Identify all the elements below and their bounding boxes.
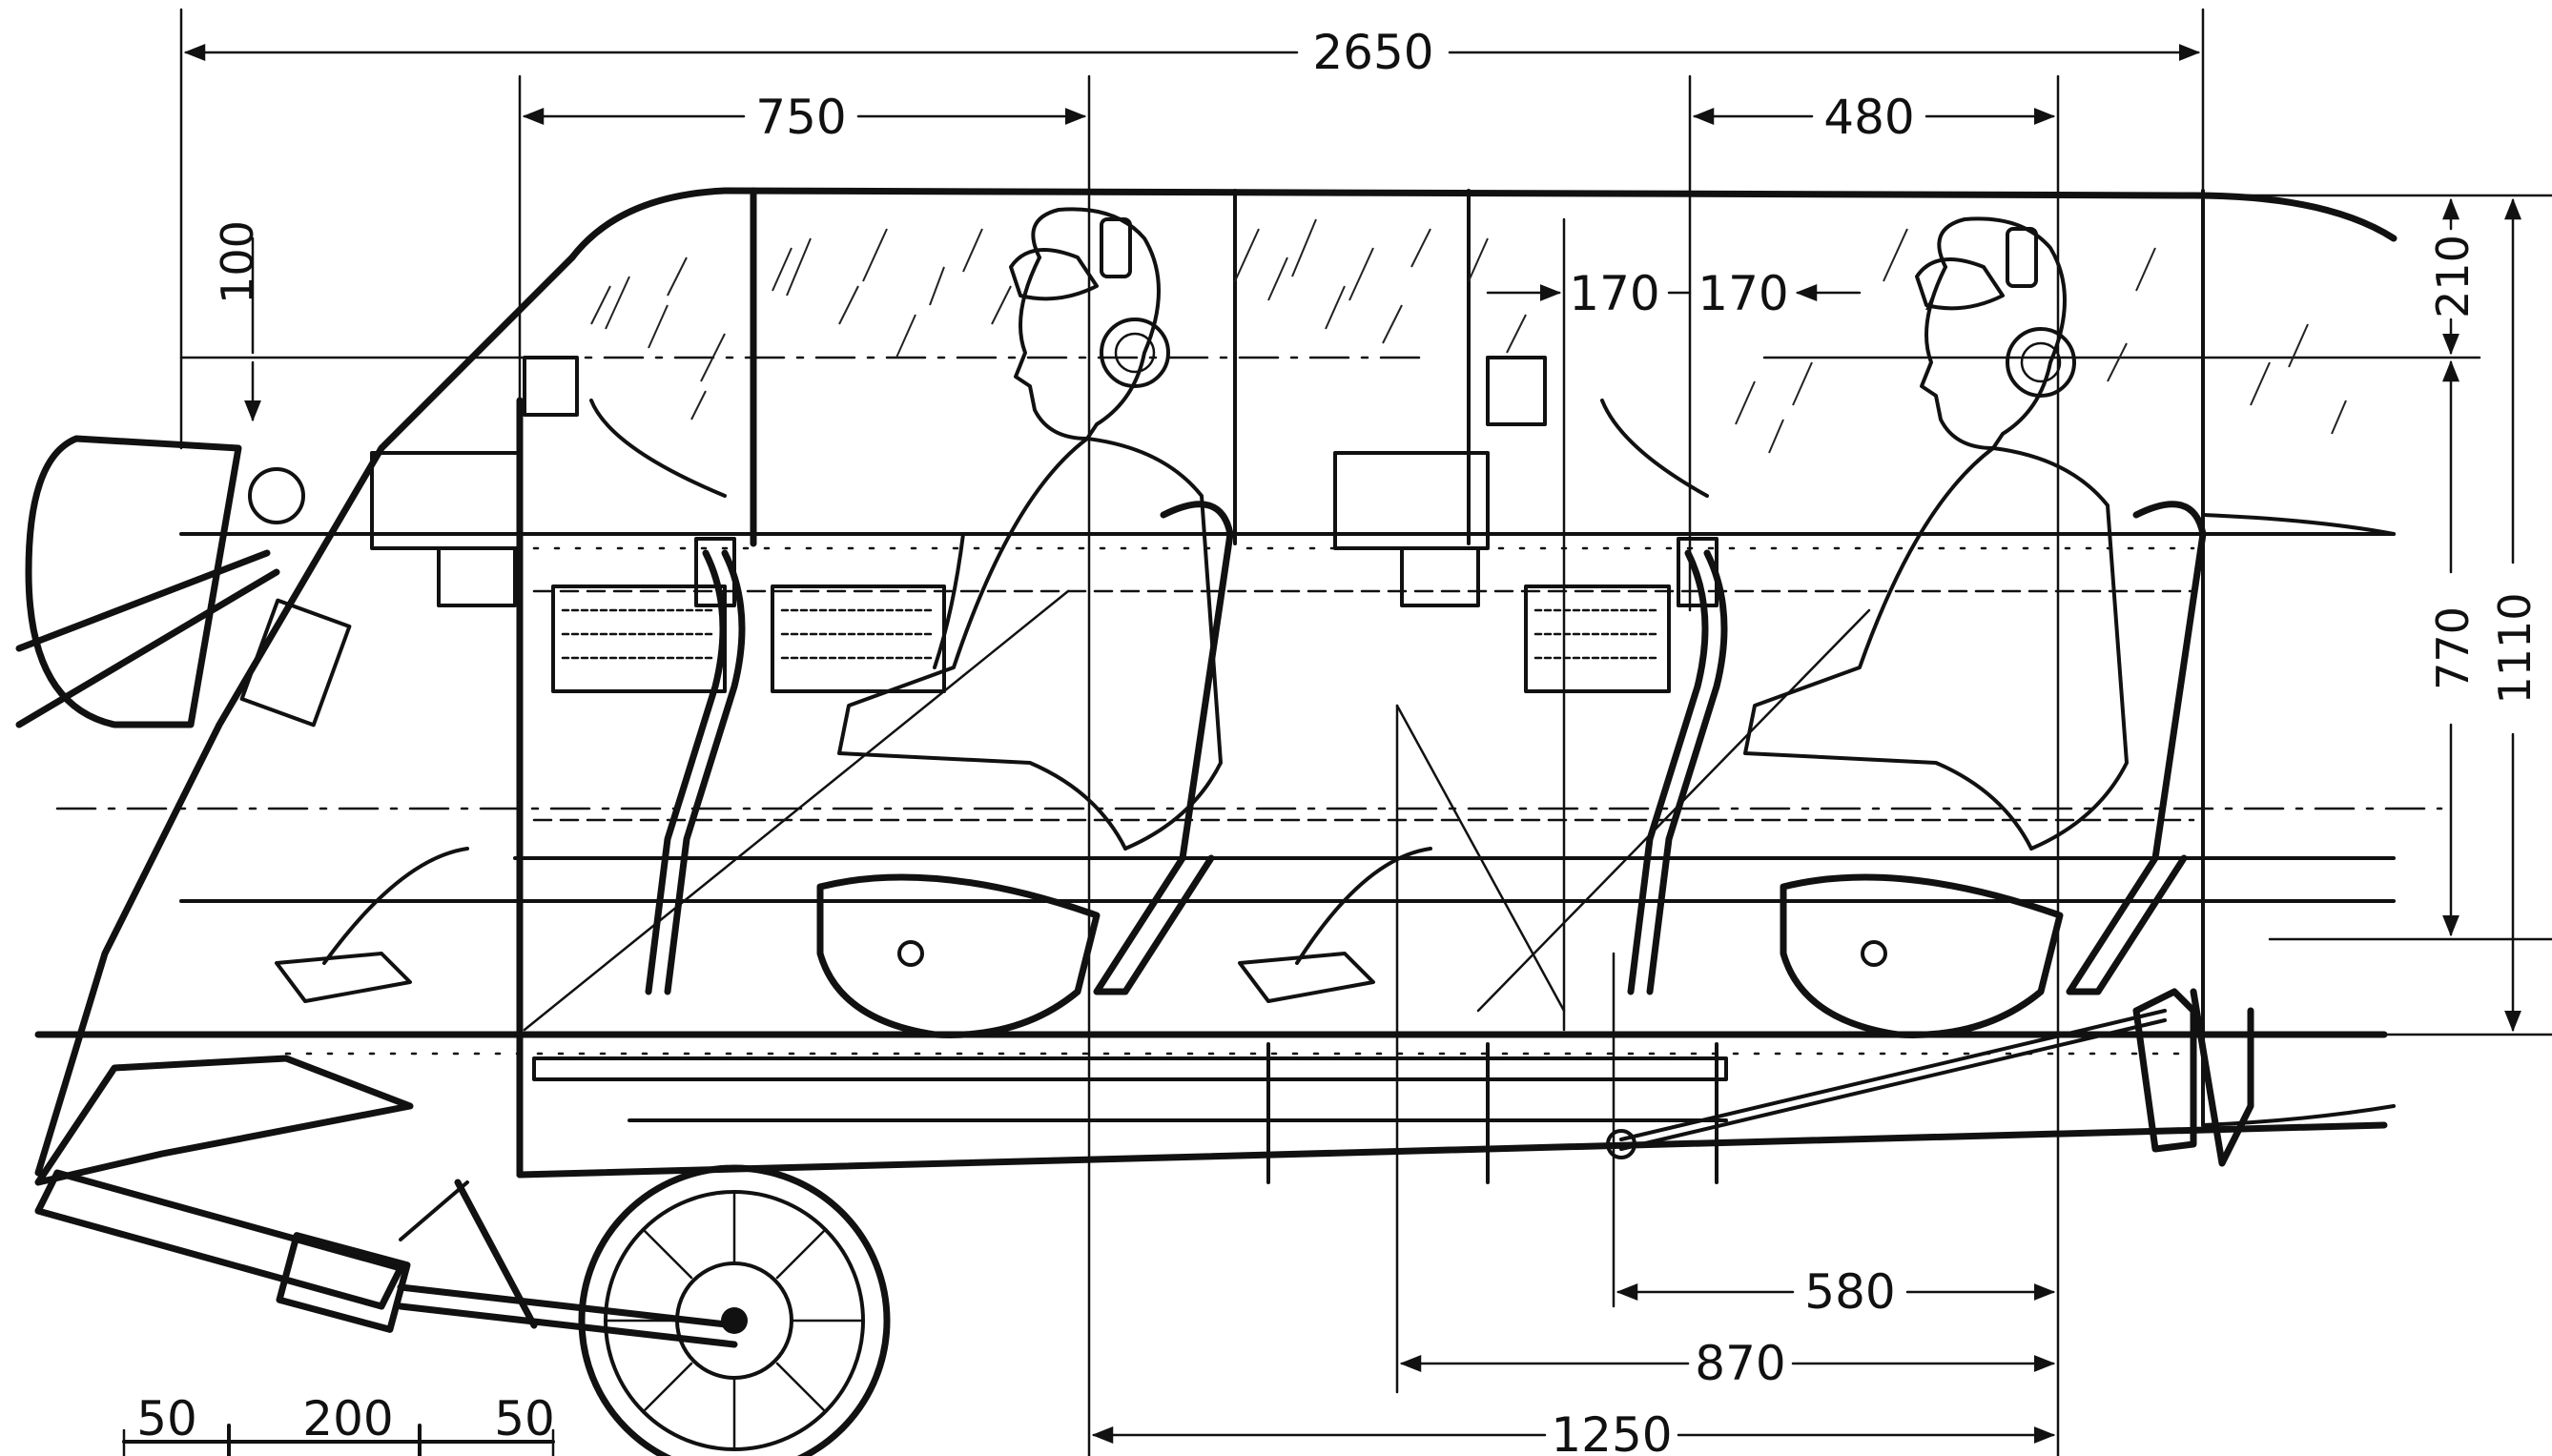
dimension-labels: 2650 750 480 170 170 580 870 1250 50 200… — [136, 25, 2541, 1456]
dim-rear-offset: 480 — [1823, 90, 1914, 145]
dim-rear-span-3: 1250 — [1551, 1407, 1672, 1456]
controls — [275, 537, 1728, 1003]
dim-seat-spacing-a: 170 — [1569, 266, 1659, 321]
canopy-glazing — [590, 218, 2347, 454]
rear-occupant — [1743, 216, 2129, 851]
dim-rear-span-1: 580 — [1804, 1264, 1895, 1320]
scale-label-right: 50 — [494, 1391, 555, 1446]
instrument-panels — [370, 356, 1671, 693]
front-occupant — [837, 207, 1223, 851]
dimension-lines — [55, 8, 2552, 1456]
dim-front-bay: 750 — [755, 90, 846, 145]
nose-section — [15, 435, 352, 728]
control-rods — [532, 988, 2197, 1159]
dim-canopy-height: 210 — [2427, 235, 2479, 318]
dim-top-offset: 100 — [212, 220, 263, 304]
dim-rear-span-2: 870 — [1695, 1336, 1785, 1391]
dim-seat-spacing-b: 170 — [1698, 266, 1788, 321]
landing-gear — [34, 988, 2254, 1456]
fuselage-structure — [34, 187, 2398, 1184]
dim-total-height: 1110 — [2489, 592, 2541, 704]
dim-overall-length: 2650 — [1312, 25, 1433, 80]
seats — [816, 501, 2207, 1038]
dim-cockpit-height: 770 — [2427, 606, 2479, 690]
scale-label-mid: 200 — [302, 1391, 393, 1446]
scale-label-left: 50 — [136, 1391, 197, 1446]
